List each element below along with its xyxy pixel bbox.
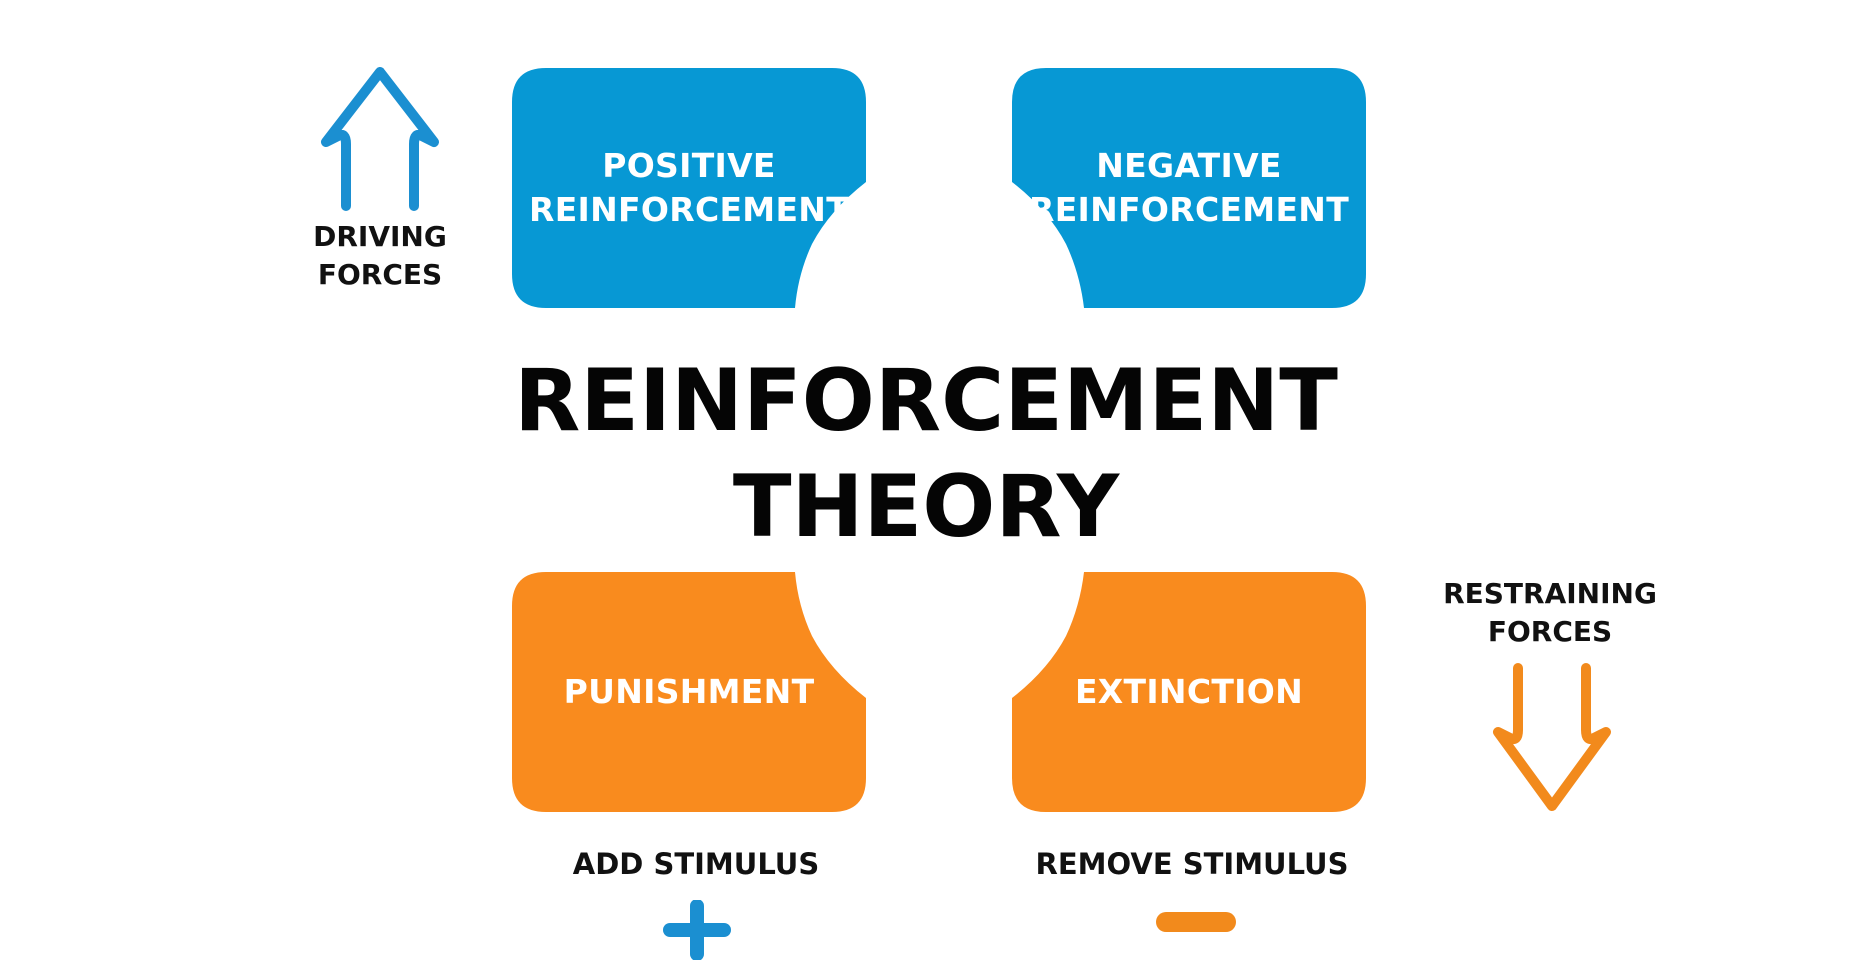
card-label-line2: REINFORCEMENT <box>528 190 850 229</box>
extinction-label: EXTINCTION <box>1012 572 1366 812</box>
restraining-forces-line1: RESTRAINING <box>1443 577 1657 610</box>
card-label-line1: NEGATIVE <box>1096 146 1282 185</box>
punishment-card: PUNISHMENT <box>512 572 866 812</box>
punishment-label: PUNISHMENT <box>512 572 866 812</box>
title-line1: REINFORCEMENT <box>514 351 1338 451</box>
remove-stimulus-label: REMOVE STIMULUS <box>1035 847 1349 881</box>
card-label-line1: PUNISHMENT <box>563 672 815 711</box>
card-label-line2: REINFORCEMENT <box>1028 190 1350 229</box>
plus-icon <box>663 900 731 960</box>
down-arrow-outline-icon <box>1493 663 1611 811</box>
negative-reinforcement-label: NEGATIVE REINFORCEMENT <box>1012 68 1366 308</box>
negative-reinforcement-card: NEGATIVE REINFORCEMENT <box>1012 68 1366 308</box>
page-title: REINFORCEMENT THEORY <box>426 348 1426 560</box>
positive-reinforcement-card: POSITIVE REINFORCEMENT <box>512 68 866 308</box>
card-label-line1: POSITIVE <box>602 146 776 185</box>
card-shape <box>1012 572 1366 812</box>
extinction-card: EXTINCTION <box>1012 572 1366 812</box>
card-shape <box>512 68 866 308</box>
driving-forces-line2: FORCES <box>317 258 443 291</box>
up-arrow-outline-icon <box>321 67 439 211</box>
driving-forces-line1: DRIVING <box>313 220 447 253</box>
card-shape <box>1012 68 1366 308</box>
card-shape <box>512 572 866 812</box>
title-line2: THEORY <box>732 457 1120 557</box>
card-label-line1: EXTINCTION <box>1074 672 1304 711</box>
add-stimulus-label: ADD STIMULUS <box>572 847 820 881</box>
restraining-forces-line2: FORCES <box>1487 615 1613 648</box>
driving-forces-label: DRIVING FORCES <box>280 218 480 294</box>
restraining-forces-label: RESTRAINING FORCES <box>1420 575 1680 651</box>
positive-reinforcement-label: POSITIVE REINFORCEMENT <box>512 68 866 308</box>
minus-icon <box>1156 912 1236 932</box>
